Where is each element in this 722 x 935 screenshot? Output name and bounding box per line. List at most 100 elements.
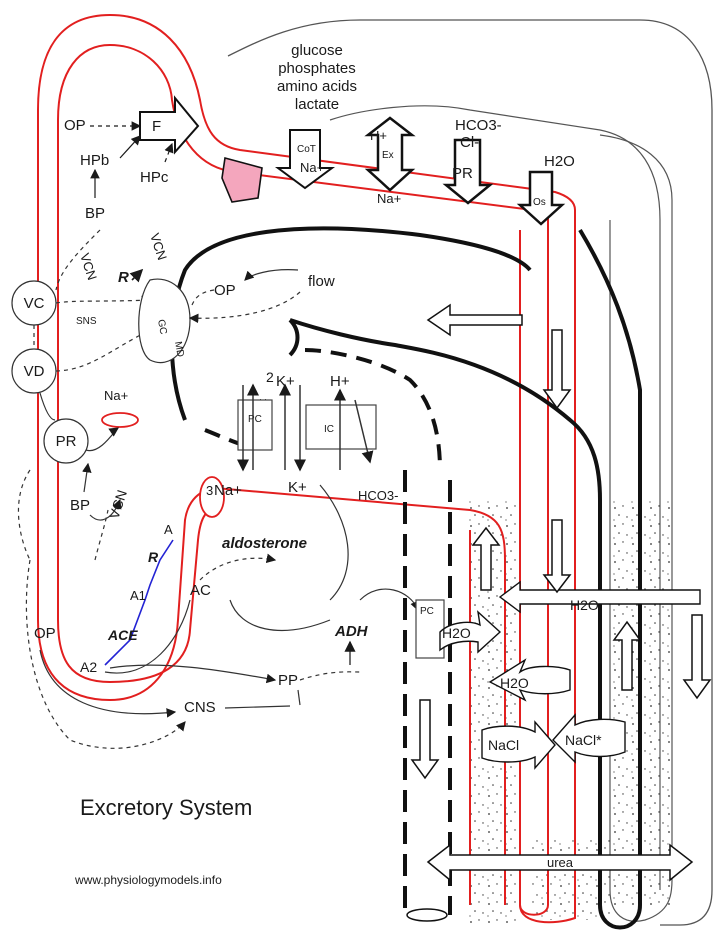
nacl-arrow-left-icon — [481, 720, 556, 770]
solute-amino-acids: amino acids — [277, 78, 357, 95]
urea-arrow-icon — [426, 843, 694, 882]
cotransporter-arrow-icon — [274, 129, 336, 190]
na-lower-label: Na+ — [214, 482, 242, 499]
filtration-arrow-icon — [139, 95, 200, 155]
collecting-duct-exit — [406, 908, 448, 922]
exchanger-label: Ex — [382, 150, 394, 161]
vcn-left-label: VCN — [77, 251, 100, 282]
hpb-label: HPb — [80, 152, 109, 169]
gc-label: GC — [155, 319, 168, 336]
cotransporter-na: Na+ — [300, 160, 324, 175]
k-lower-label: K+ — [288, 479, 307, 496]
exchanger-na: Na+ — [377, 191, 401, 206]
adh-label: ADH — [334, 623, 369, 640]
filtration-label: F — [152, 118, 161, 135]
na-macula-label: Na+ — [104, 388, 128, 403]
nacl-left-label: NaCl — [488, 737, 519, 753]
water-long-label: H2O — [570, 597, 599, 613]
cl-label: Cl- — [460, 134, 479, 151]
two-stoich: 2 — [266, 369, 274, 385]
pr-node-label: PR — [56, 433, 77, 450]
water-duct-label: H2O — [442, 625, 471, 641]
cns-label: CNS — [184, 699, 216, 716]
flow-arrow-up-right-icon — [612, 620, 642, 691]
peritubular-vessel — [227, 19, 713, 926]
solute-phosphates: phosphates — [278, 60, 356, 77]
angiotensin1-label: A1 — [130, 588, 146, 603]
ace-label: ACE — [107, 627, 138, 643]
op-mid-label: OP — [214, 282, 236, 299]
hpc-label: HPc — [140, 169, 169, 186]
h-top-label: H+ — [330, 373, 350, 390]
nephron-tubule-outer — [37, 13, 576, 924]
tubule-cut-upper — [101, 412, 139, 428]
medulla-interstitium-left — [468, 500, 518, 925]
medulla-interstitium-mid — [530, 840, 610, 920]
jga-cell — [138, 278, 191, 364]
bp-top-label: BP — [85, 205, 105, 222]
footer-url[interactable]: www.physiologymodels.info — [74, 873, 222, 887]
three-stoich: 3 — [206, 483, 213, 498]
hco3-label: HCO3- — [455, 117, 502, 134]
flow-label: flow — [308, 273, 335, 290]
exchanger-arrow-icon — [364, 116, 416, 192]
flow-arrow-down-far-icon — [682, 614, 712, 700]
loop-dashed-top — [304, 348, 442, 471]
sns-label: SNS — [76, 316, 97, 327]
loop-thick-inner — [289, 318, 602, 905]
nacl-right-label: NaCl* — [565, 732, 602, 748]
vasa-recta-right — [599, 134, 673, 922]
cotransporter-label: CoT — [297, 144, 316, 155]
water-loop-label: H2O — [500, 675, 529, 691]
proton-pump-arrow-icon — [442, 138, 494, 205]
urea-label: urea — [547, 855, 574, 870]
pr-node — [43, 418, 89, 464]
water-arrow-long-icon — [498, 580, 701, 614]
afferent-lesion-box — [221, 156, 263, 203]
diagram-title: Excretory System — [80, 795, 252, 820]
op-lower-label: OP — [34, 625, 56, 642]
loop-thick-dip — [288, 318, 300, 357]
vc-label: VC — [24, 295, 45, 312]
nacl-arrow-right-icon — [552, 713, 626, 764]
flow-arrow-ascending-icon — [542, 329, 572, 410]
renin-lower-label: R — [148, 549, 159, 565]
ac-label: AC — [190, 582, 211, 599]
nephron-tubule-inner — [57, 43, 549, 905]
op-top-label: OP — [64, 117, 86, 134]
md-label: MD — [172, 341, 186, 358]
bp-lower-label: BP — [70, 497, 90, 514]
osmosis-label: Os — [533, 197, 546, 208]
peritubular-vessel-inner — [329, 105, 661, 890]
flow-arrow-up-left-icon — [471, 526, 501, 591]
loop-thick-descending — [578, 228, 642, 905]
proton-pump-label: PR — [452, 165, 473, 182]
loop-thick-bottom — [598, 904, 642, 930]
osmosis-arrow-icon — [516, 170, 566, 226]
vcn-upper-label: VCN — [147, 231, 170, 262]
water-arrow-loop-icon — [488, 658, 571, 702]
pc-lower-label: PC — [420, 606, 434, 617]
pp-label: PP — [278, 672, 298, 689]
ic-label: IC — [324, 424, 334, 435]
vd-label: VD — [24, 363, 45, 380]
tubule-cut-lower — [199, 476, 225, 518]
water-arrow-duct-icon — [439, 610, 502, 654]
exchanger-h: H+ — [370, 128, 387, 143]
loop-hairpin — [519, 904, 549, 916]
water-top-label: H2O — [544, 153, 575, 170]
flow-arrow-descending-icon — [542, 519, 572, 594]
flow-arrow-duct-icon — [410, 699, 440, 780]
aldosterone-label: aldosterone — [222, 535, 307, 552]
pc-upper-label: PC — [248, 414, 262, 425]
solute-lactate: lactate — [295, 96, 339, 113]
angiotensin2-label: A2 — [80, 659, 97, 675]
solute-glucose: glucose — [291, 42, 343, 59]
renin-upper-label: R — [118, 269, 129, 286]
hco3-lower-label: HCO3- — [358, 488, 398, 503]
angiotensinogen-label: A — [164, 522, 173, 537]
flow-arrow-cortex-icon — [426, 303, 523, 337]
ras-chain — [104, 539, 174, 666]
